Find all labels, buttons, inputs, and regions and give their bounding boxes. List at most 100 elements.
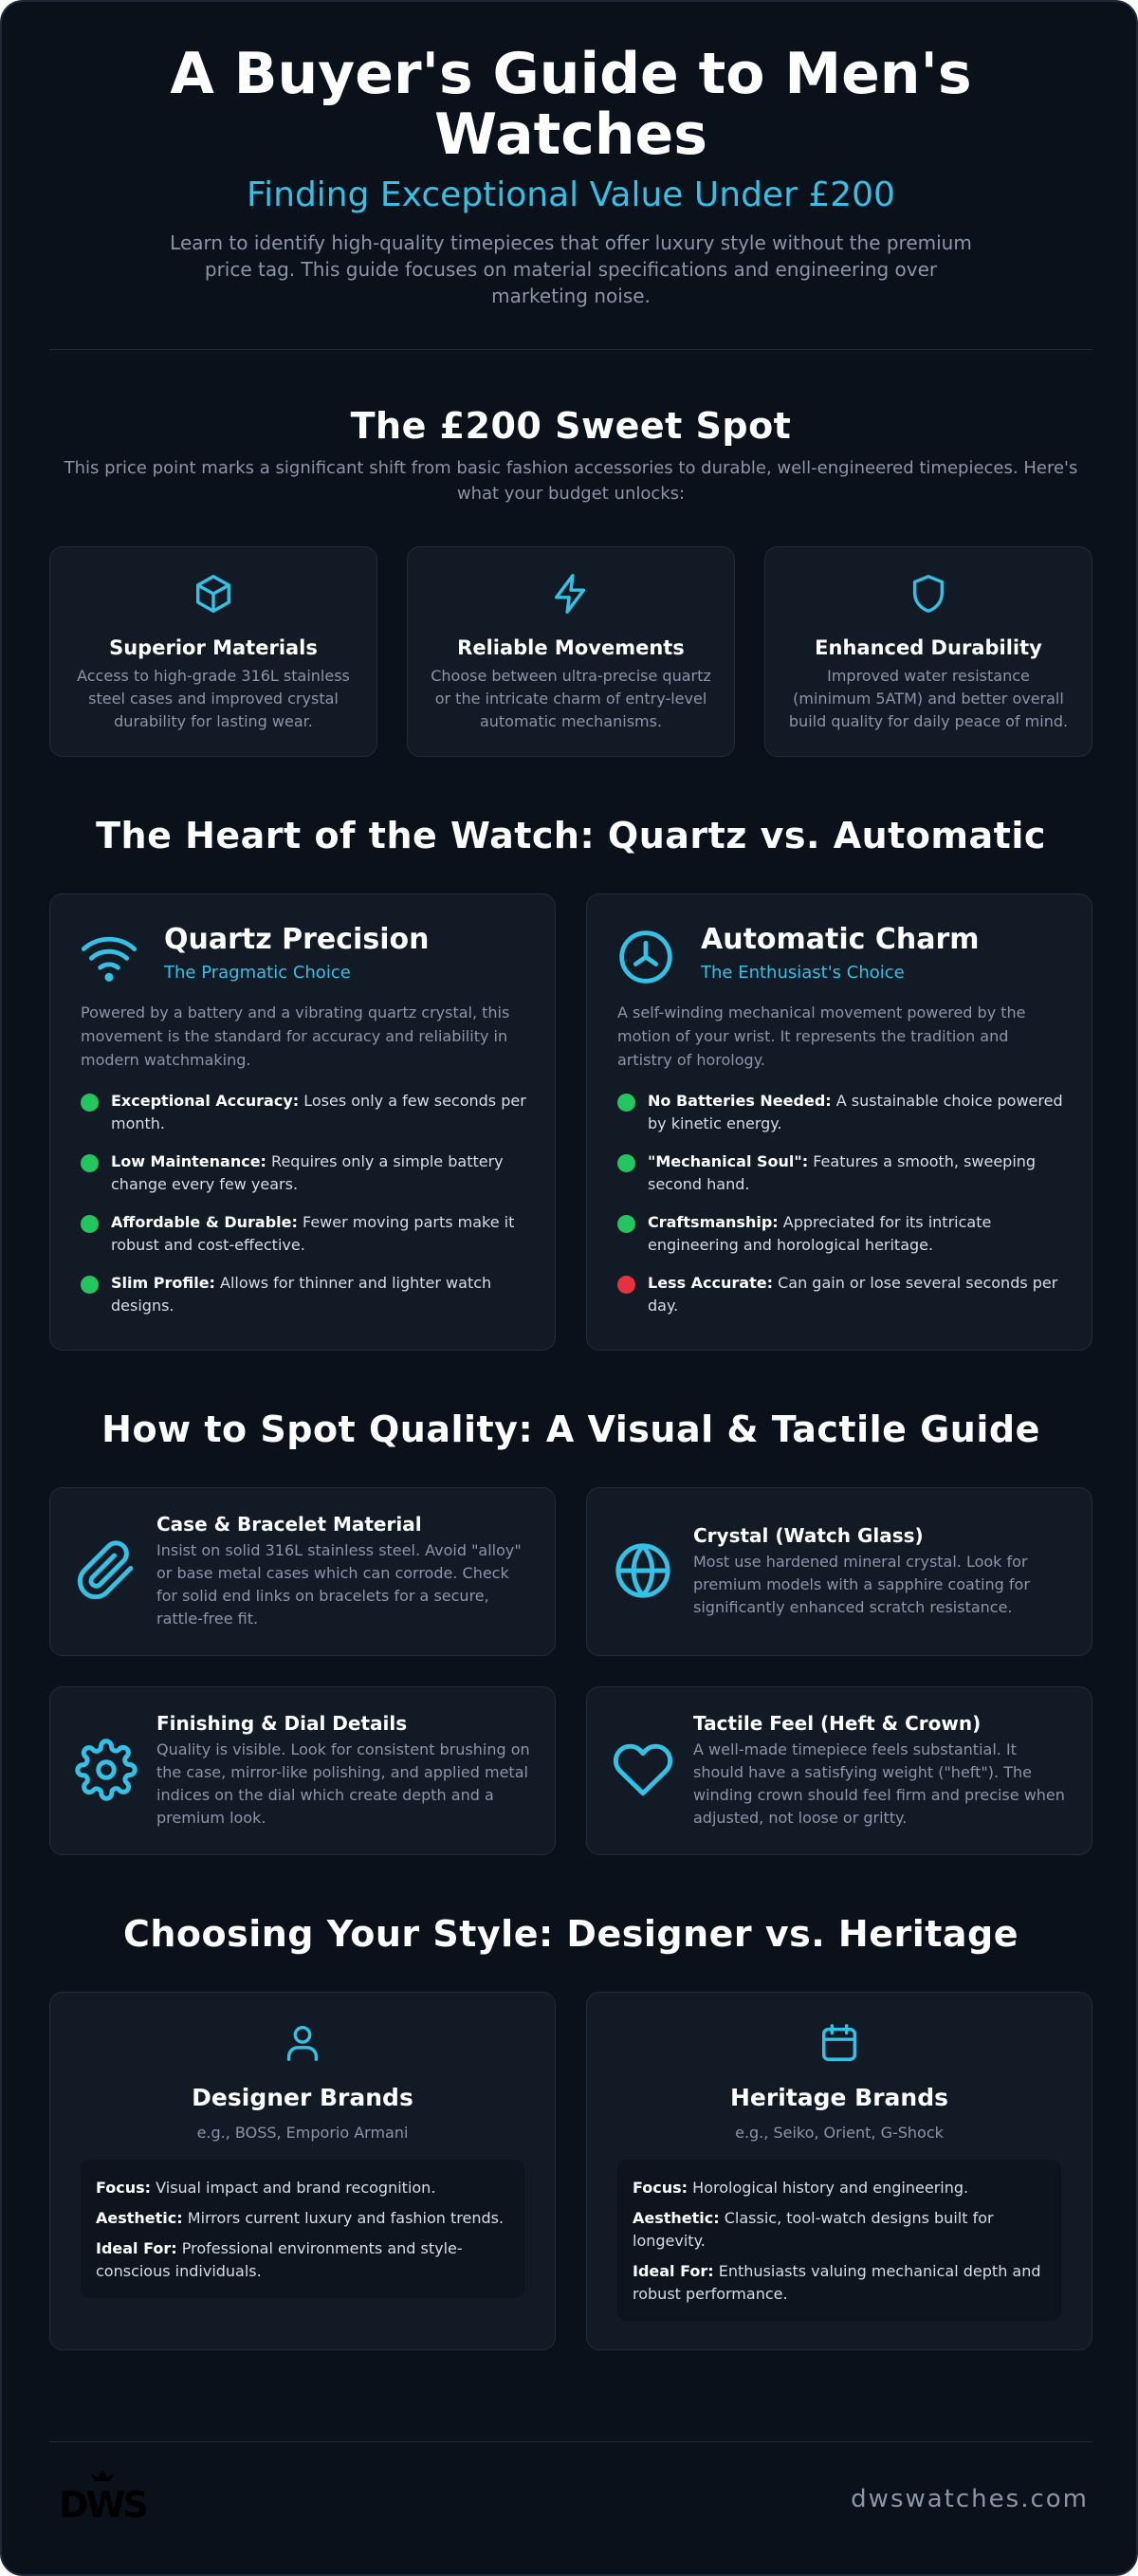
quality-card-tactile: Tactile Feel (Heft & Crown) A well-made …	[586, 1686, 1092, 1855]
automatic-title: Automatic Charm	[701, 923, 980, 956]
card-title: Crystal (Watch Glass)	[693, 1524, 924, 1547]
point-text: A sustainable choice powered by kinetic …	[648, 1092, 1063, 1132]
card-text: Access to high-grade 316L stainless stee…	[77, 667, 350, 730]
card-title: Reliable Movements	[457, 636, 685, 659]
style-title: Choosing Your Style: Designer vs. Herita…	[122, 1913, 1019, 1955]
point-label: Craftsmanship:	[648, 1213, 779, 1231]
automatic-card: Automatic Charm The Enthusiast's Choice …	[586, 893, 1092, 1351]
heritage-title: Heritage Brands	[730, 2084, 948, 2111]
pro-dot-icon	[81, 1215, 99, 1233]
brand-logo: DWS	[57, 2468, 152, 2525]
card-title: Enhanced Durability	[815, 636, 1042, 659]
pro-dot-icon	[617, 1094, 635, 1112]
card-text: Choose between ultra-precise quartz or t…	[431, 667, 711, 730]
user-icon	[281, 2021, 324, 2065]
point-text: Features a smooth, sweeping second hand.	[648, 1152, 1037, 1193]
gear-icon	[75, 1739, 138, 1801]
automatic-points: No Batteries Needed: A sustainable choic…	[617, 1090, 1065, 1333]
pro-dot-icon	[617, 1215, 635, 1233]
wifi-signal-icon	[79, 927, 139, 987]
card-title: Case & Bracelet Material	[156, 1513, 422, 1536]
quartz-card: Quartz Precision The Pragmatic Choice Po…	[49, 893, 556, 1351]
detail-aesthetic: Aesthetic: Classic, tool-watch designs b…	[633, 2209, 994, 2250]
quality-card-case: Case & Bracelet Material Insist on solid…	[49, 1487, 556, 1656]
card-text: A well-made timepiece feels substantial.…	[693, 1740, 1065, 1827]
calendar-icon	[817, 2021, 861, 2065]
card-text: Quality is visible. Look for consistent …	[156, 1740, 530, 1827]
detail-ideal-for: Ideal For: Enthusiasts valuing mechanica…	[633, 2262, 1041, 2303]
card-title: Finishing & Dial Details	[156, 1712, 408, 1735]
con-dot-icon	[617, 1276, 635, 1294]
heritage-details: Focus: Horological history and engineeri…	[617, 2160, 1061, 2321]
pro-dot-icon	[81, 1276, 99, 1294]
pro-dot-icon	[81, 1094, 99, 1112]
automatic-tagline: The Enthusiast's Choice	[701, 963, 905, 983]
heart-icon	[612, 1739, 674, 1801]
sweet-spot-card-movements: Reliable Movements Choose between ultra-…	[407, 546, 735, 757]
page-intro: Learn to identify high-quality timepiece…	[170, 231, 972, 307]
website-link[interactable]: dwswatches.com	[851, 2485, 1089, 2513]
movements-title: The Heart of the Watch: Quartz vs. Autom…	[96, 815, 1046, 856]
quality-card-crystal: Crystal (Watch Glass) Most use hardened …	[586, 1487, 1092, 1656]
card-title: Superior Materials	[109, 636, 318, 659]
list-item: Exceptional Accuracy: Loses only a few s…	[81, 1090, 528, 1150]
globe-icon	[612, 1539, 674, 1602]
detail-ideal-for: Ideal For: Professional environments and…	[96, 2239, 463, 2280]
quartz-description: Powered by a battery and a vibrating qua…	[81, 1003, 510, 1069]
quartz-tagline: The Pragmatic Choice	[164, 963, 351, 983]
designer-details: Focus: Visual impact and brand recogniti…	[81, 2160, 524, 2298]
list-item: Craftsmanship: Appreciated for its intri…	[617, 1211, 1065, 1272]
designer-examples: e.g., BOSS, Emporio Armani	[196, 2124, 409, 2142]
clock-icon	[615, 927, 676, 987]
list-item: Less Accurate: Can gain or lose several …	[617, 1272, 1065, 1333]
quartz-points: Exceptional Accuracy: Loses only a few s…	[81, 1090, 528, 1333]
designer-card: Designer Brands e.g., BOSS, Emporio Arma…	[49, 1992, 556, 2350]
pro-dot-icon	[617, 1154, 635, 1172]
list-item: No Batteries Needed: A sustainable choic…	[617, 1090, 1065, 1150]
point-text: Can gain or lose several seconds per day…	[648, 1274, 1058, 1315]
point-text: Allows for thinner and lighter watch des…	[111, 1274, 492, 1315]
detail-aesthetic: Aesthetic: Mirrors current luxury and fa…	[96, 2209, 505, 2227]
point-label: No Batteries Needed:	[648, 1092, 832, 1110]
heritage-examples: e.g., Seiko, Orient, G-Shock	[735, 2124, 944, 2142]
quartz-title: Quartz Precision	[164, 923, 430, 956]
shield-icon	[907, 572, 950, 616]
card-title: Tactile Feel (Heft & Crown)	[693, 1712, 982, 1735]
cube-icon	[192, 572, 235, 616]
point-label: "Mechanical Soul":	[648, 1152, 809, 1170]
list-item: Affordable & Durable: Fewer moving parts…	[81, 1211, 528, 1272]
paperclip-icon	[75, 1539, 138, 1602]
hero-divider	[49, 349, 1092, 350]
point-text: Fewer moving parts make it robust and co…	[111, 1213, 515, 1254]
quality-card-finishing: Finishing & Dial Details Quality is visi…	[49, 1686, 556, 1855]
list-item: Low Maintenance: Requires only a simple …	[81, 1150, 528, 1211]
detail-focus: Focus: Visual impact and brand recogniti…	[96, 2179, 436, 2197]
card-text: Most use hardened mineral crystal. Look …	[693, 1553, 1030, 1616]
sweet-spot-intro: This price point marks a significant shi…	[64, 458, 1078, 504]
quality-title: How to Spot Quality: A Visual & Tactile …	[101, 1408, 1040, 1450]
detail-focus: Focus: Horological history and engineeri…	[633, 2179, 969, 2197]
list-item: "Mechanical Soul": Features a smooth, sw…	[617, 1150, 1065, 1211]
automatic-description: A self-winding mechanical movement power…	[617, 1003, 1026, 1069]
point-text: Loses only a few seconds per month.	[111, 1092, 526, 1132]
point-label: Affordable & Durable:	[111, 1213, 298, 1231]
point-label: Less Accurate:	[648, 1274, 773, 1292]
footer-divider	[49, 2441, 1092, 2442]
list-item: Slim Profile: Allows for thinner and lig…	[81, 1272, 528, 1333]
svg-text:DWS: DWS	[59, 2484, 146, 2525]
point-text: Requires only a simple battery change ev…	[111, 1152, 504, 1193]
point-label: Low Maintenance:	[111, 1152, 266, 1170]
card-text: Insist on solid 316L stainless steel. Av…	[156, 1541, 522, 1628]
sweet-spot-card-durability: Enhanced Durability Improved water resis…	[764, 546, 1092, 757]
pro-dot-icon	[81, 1154, 99, 1172]
point-text: Appreciated for its intricate engineerin…	[648, 1213, 992, 1254]
point-label: Exceptional Accuracy:	[111, 1092, 300, 1110]
lightning-icon	[549, 572, 593, 616]
sweet-spot-title: The £200 Sweet Spot	[350, 405, 792, 447]
point-label: Slim Profile:	[111, 1274, 215, 1292]
sweet-spot-card-materials: Superior Materials Access to high-grade …	[49, 546, 377, 757]
page-title: A Buyer's Guide to Men's Watches	[170, 41, 972, 168]
designer-title: Designer Brands	[192, 2084, 413, 2111]
page-subtitle: Finding Exceptional Value Under £200	[247, 175, 895, 214]
